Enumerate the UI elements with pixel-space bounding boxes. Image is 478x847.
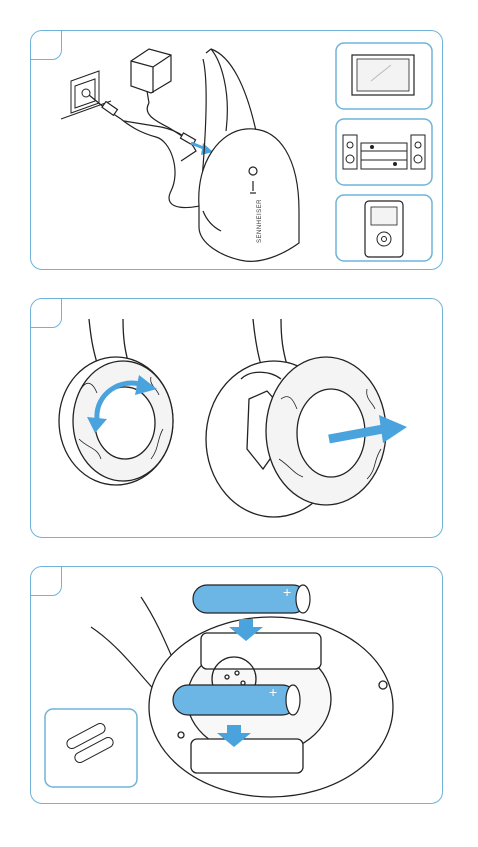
svg-text:+: + [283, 584, 291, 600]
earpad-panel [30, 298, 443, 538]
transmitter-brand: SENNHEISER [257, 199, 263, 243]
battery-icon: + [193, 584, 310, 613]
transmitter-icon [199, 49, 299, 261]
tv-icon [336, 43, 432, 109]
battery-panel: + + [30, 566, 443, 804]
earcup-icon [206, 319, 386, 517]
power-adapter-icon [131, 49, 199, 147]
battery-icon: + [173, 684, 300, 715]
earcup-icon [59, 319, 173, 485]
battery-illustration: + + [31, 567, 443, 804]
audio-cable [89, 95, 216, 208]
earpad-illustration [31, 299, 443, 538]
spare-batteries-icon [45, 709, 137, 787]
stereo-icon [336, 119, 432, 185]
connect-panel: SENNHEISER [30, 30, 443, 270]
mp3-player-icon [336, 195, 432, 261]
connection-illustration [31, 31, 443, 270]
svg-text:+: + [269, 684, 277, 700]
wall-socket-icon [61, 71, 111, 119]
